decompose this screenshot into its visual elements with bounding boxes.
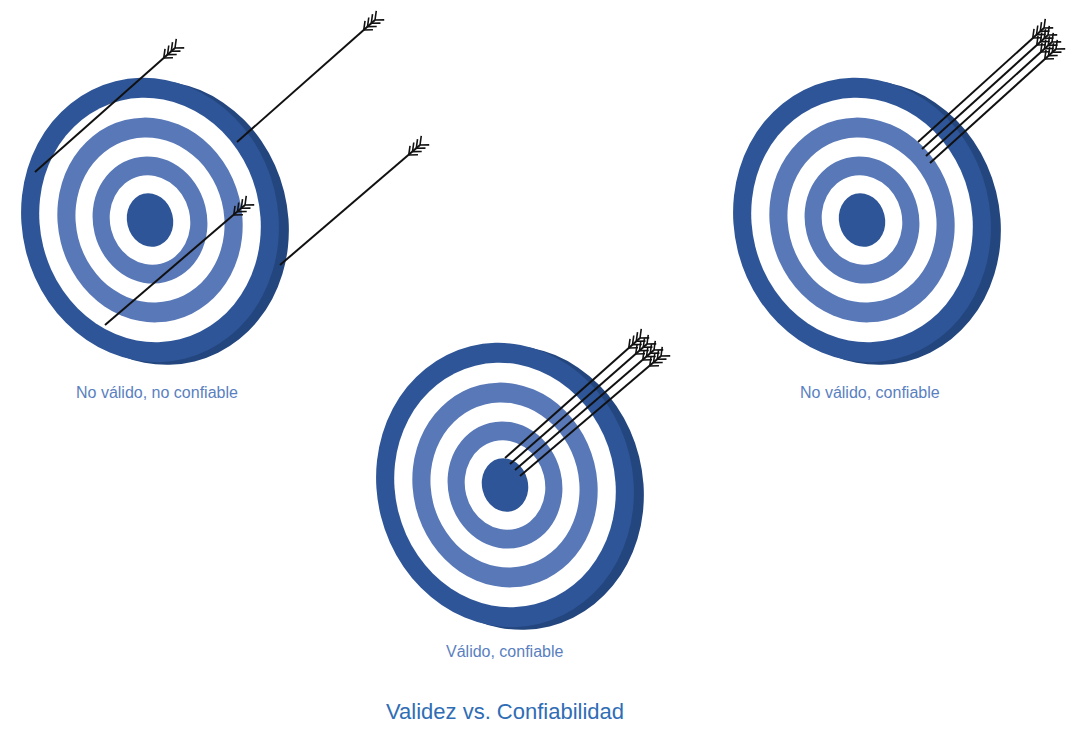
target: [346, 313, 674, 659]
caption: Validez vs. Confiabilidad: [386, 699, 624, 725]
target: [703, 48, 1031, 394]
target-label: No válido, no confiable: [76, 383, 238, 402]
target-label: Válido, confiable: [446, 642, 563, 661]
target-label: No válido, confiable: [800, 383, 940, 402]
target: [0, 48, 319, 394]
arrow-fletching: [160, 11, 1065, 371]
arrows: [35, 20, 1056, 476]
